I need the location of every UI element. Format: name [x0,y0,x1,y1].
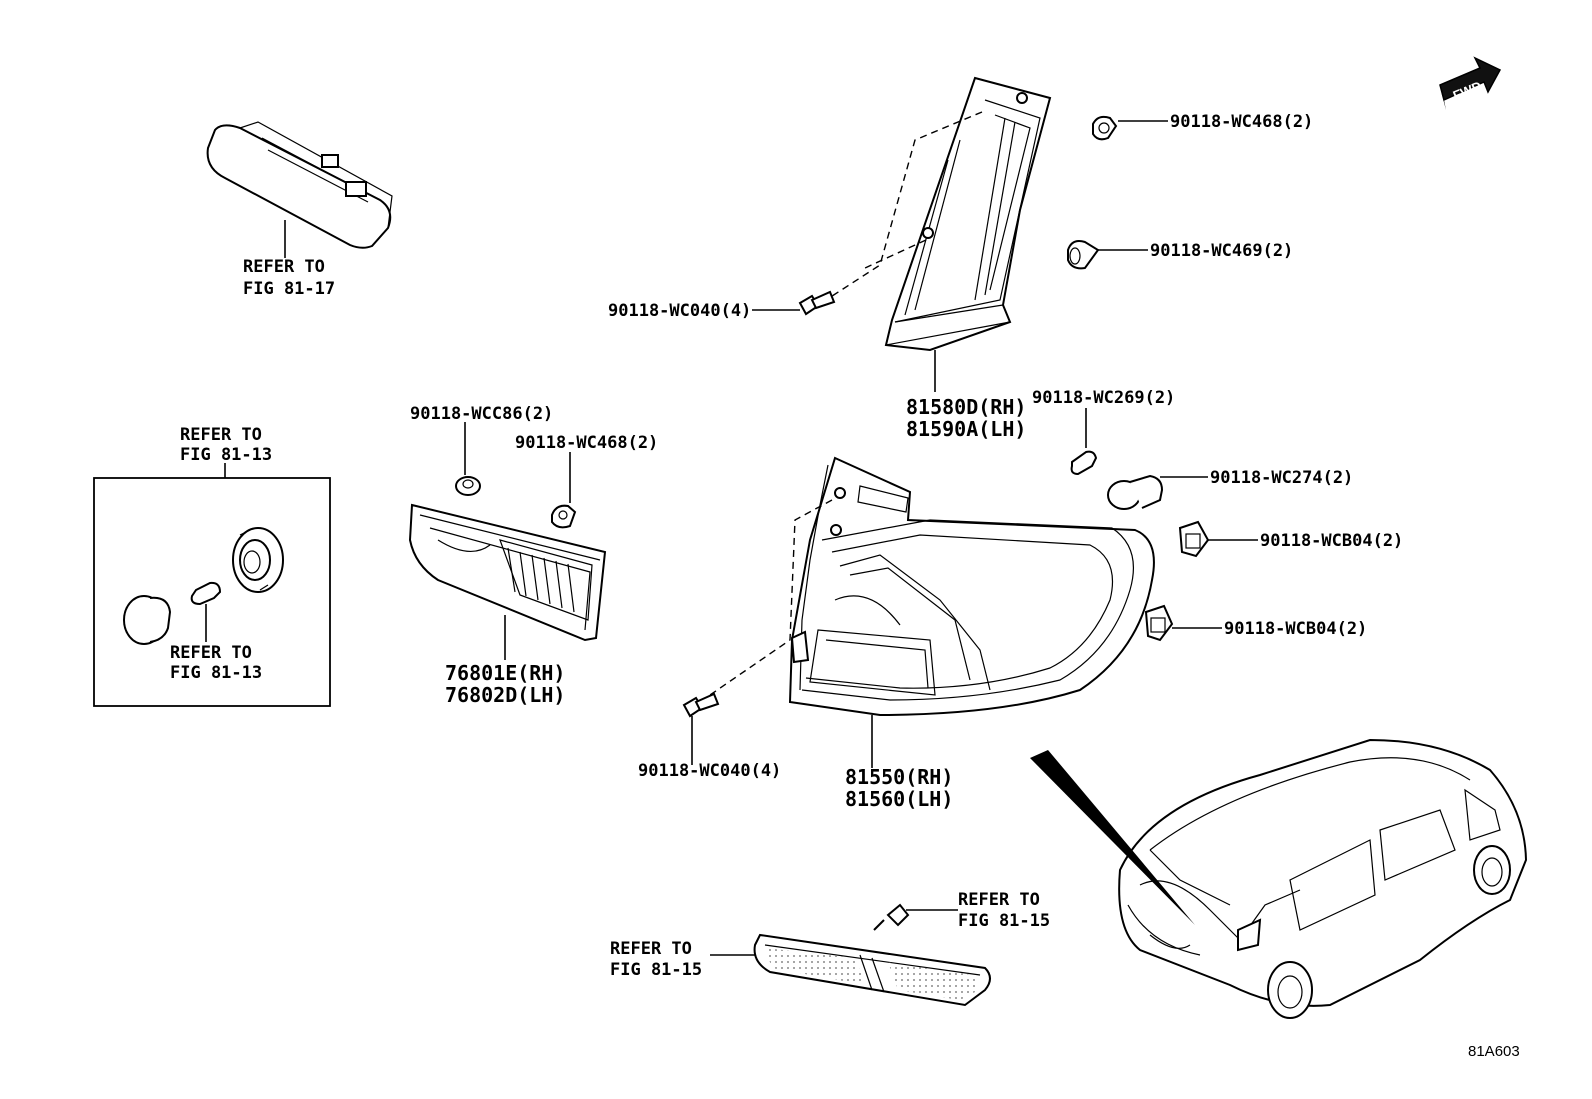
label-wc469: 90118-WC469(2) [1150,241,1293,261]
back-door-lamp [408,503,607,642]
high-mount-stop-lamp [206,121,393,249]
clip-90118-wc469 [1067,240,1100,270]
label-refer-81-15-refl-b: FIG 81-15 [610,960,702,980]
label-refer-81-17-b: FIG 81-17 [243,279,335,299]
label-refer-81-13-bulb-a: REFER TO [170,643,252,663]
label-81560: 81560(LH) [845,787,953,811]
label-76802d: 76802D(LH) [445,683,565,707]
location-pointer [1030,750,1195,925]
label-81550: 81550(RH) [845,765,953,789]
bulb-socket [232,527,284,593]
label-refer-81-17-a: REFER TO [243,257,325,277]
clip-90118-wcc86 [455,476,481,496]
label-76801e: 76801E(RH) [445,661,565,685]
wedge-bulb [190,581,222,606]
socket-refer-box [93,477,331,707]
drawing-code: 81A603 [1468,1043,1520,1060]
label-wc040-top: 90118-WC040(4) [608,301,751,321]
rear-combination-lamp [788,456,1155,717]
bulb-90118-wc269 [1070,450,1098,476]
label-wc468-top: 90118-WC468(2) [1170,112,1313,132]
label-refer-81-13-box-a: REFER TO [180,425,262,445]
label-refer-81-13-bulb-b: FIG 81-13 [170,663,262,683]
label-refer-81-15-screw-b: FIG 81-15 [958,911,1050,931]
label-wcc86: 90118-WCC86(2) [410,404,553,424]
label-wc468-mid: 90118-WC468(2) [515,433,658,453]
vehicle-rear-view [1118,738,1528,1019]
label-wc040-bot: 90118-WC040(4) [638,761,781,781]
clip-90118-wcb04-b [1144,604,1174,642]
screw-90118-wc040-bot [682,692,720,718]
screw-reflector [873,903,910,931]
bulb-90118-wc274 [1107,474,1164,510]
screw-90118-wc040-top [798,290,836,316]
clip-90118-wc468-mid [551,504,577,529]
label-81580d: 81580D(RH) [906,395,1026,419]
label-refer-81-15-screw-a: REFER TO [958,890,1040,910]
label-refer-81-13-box-b: FIG 81-13 [180,445,272,465]
label-wc274: 90118-WC274(2) [1210,468,1353,488]
label-wc269: 90118-WC269(2) [1032,388,1175,408]
clip-90118-wc468-top [1092,115,1118,141]
rear-reflector [753,933,991,1007]
clip-90118-wcb04-a [1178,520,1210,558]
lamp-cover [123,595,172,645]
label-refer-81-15-refl-a: REFER TO [610,939,692,959]
fwd-arrow-icon [1439,56,1502,110]
label-wcb04-a: 90118-WCB04(2) [1260,531,1403,551]
upper-rear-combination-lamp [884,76,1052,352]
label-81590a: 81590A(LH) [906,417,1026,441]
label-wcb04-b: 90118-WCB04(2) [1224,619,1367,639]
